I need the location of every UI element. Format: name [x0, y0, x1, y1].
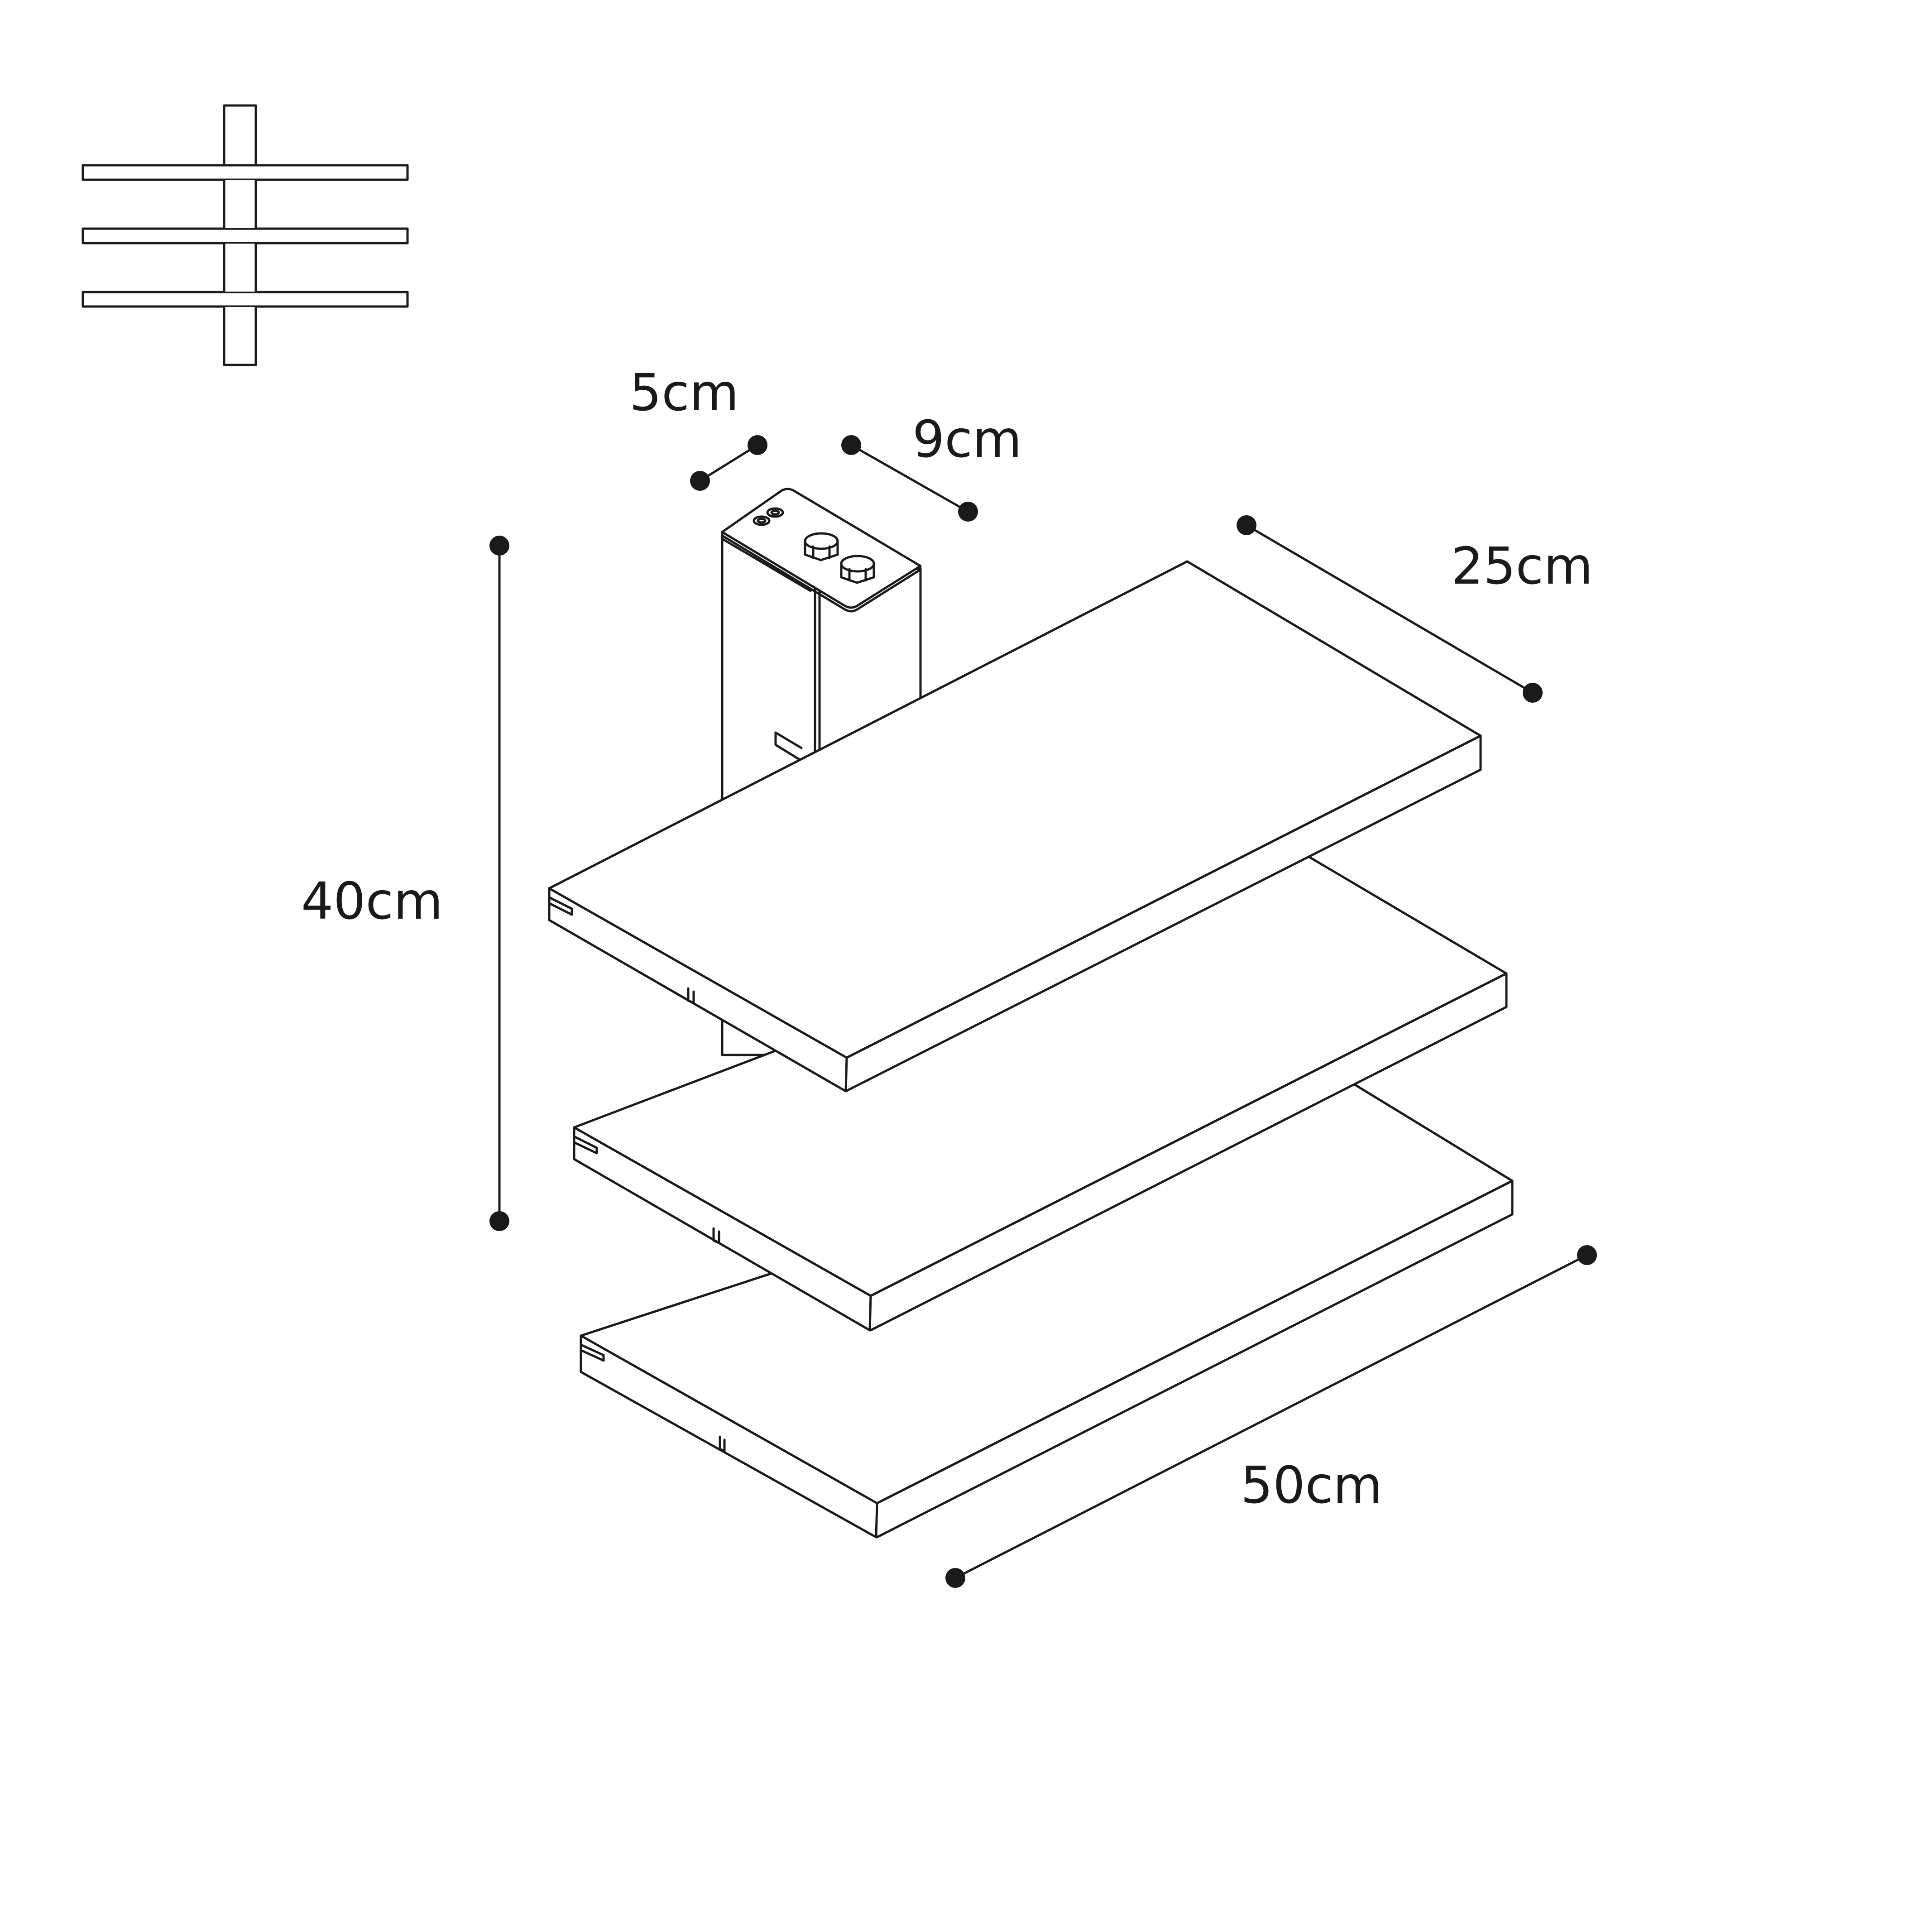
dimension-label-shelf-depth: 25cm — [1451, 537, 1593, 596]
shelf-front-view-icon — [81, 104, 409, 366]
dimension-line-25cm — [1237, 515, 1543, 703]
dimension-label-height: 40cm — [301, 872, 443, 931]
bolt-icon — [753, 507, 875, 584]
dimension-label-post-width: 5cm — [629, 364, 739, 422]
dimension-label-post-depth: 9cm — [912, 410, 1022, 469]
shelf-bottom — [580, 1082, 1514, 1539]
shelf-top — [548, 560, 1482, 1093]
dimension-label-shelf-length: 50cm — [1241, 1456, 1383, 1515]
dimension-line-50cm — [945, 1245, 1597, 1588]
shelf-middle — [573, 850, 1508, 1332]
dimension-line-40cm — [489, 536, 509, 1231]
dimension-line-9cm — [841, 435, 978, 522]
dimension-line-5cm — [690, 435, 767, 491]
